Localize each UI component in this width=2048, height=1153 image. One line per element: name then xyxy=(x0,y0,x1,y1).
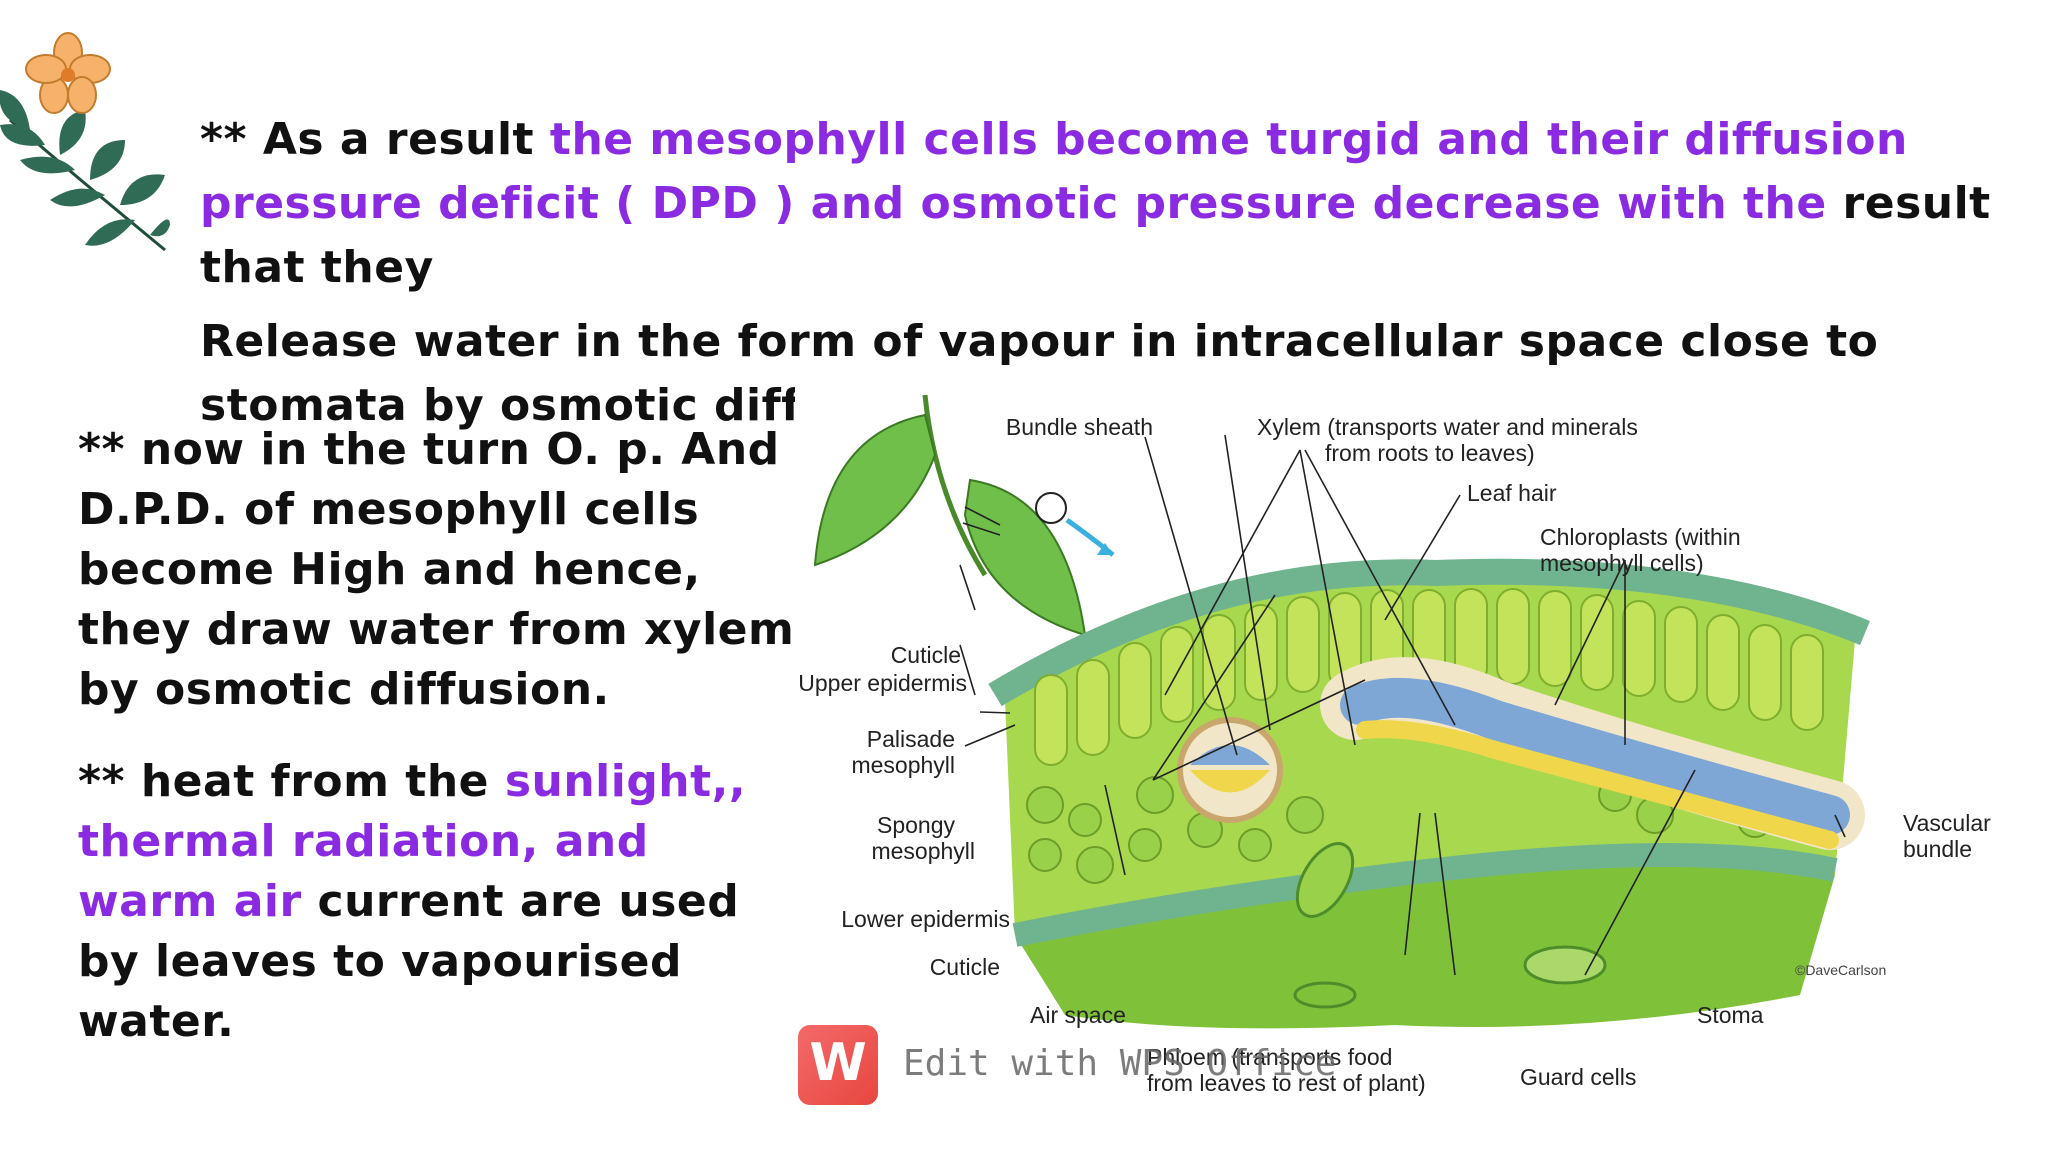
label-chloroplasts: Chloroplasts (within xyxy=(1540,524,1741,550)
leaf-block xyxy=(995,572,1865,1029)
label-palisade: Palisade xyxy=(867,726,955,752)
label-chloroplasts-desc: mesophyll cells) xyxy=(1540,550,1704,576)
label-bundle-sheath: Bundle sheath xyxy=(1006,414,1153,440)
label-cuticle-bottom: Cuticle xyxy=(930,954,1000,980)
label-spongy: Spongy xyxy=(877,812,956,838)
label-cuticle-top: Cuticle xyxy=(891,642,961,668)
label-spongy-2: mesophyll xyxy=(871,838,975,864)
label-upper-epidermis: Upper epidermis xyxy=(798,670,967,696)
paragraph-left: ** now in the turn O. p. And D.P.D. of m… xyxy=(78,420,798,720)
paragraph-top-prefix: ** As a result xyxy=(200,114,550,165)
paragraph-left2-prefix: ** heat from the xyxy=(78,756,505,807)
label-vascular: Vascular xyxy=(1903,810,1991,836)
label-lower-epidermis: Lower epidermis xyxy=(841,906,1010,932)
label-xylem-desc: from roots to leaves) xyxy=(1325,440,1535,466)
label-vascular-2: bundle xyxy=(1903,836,1972,862)
leaf-cross-section-diagram: Xylem (transports water and minerals fro… xyxy=(795,375,2025,1105)
flower-leaf-decoration-icon xyxy=(0,30,170,280)
wps-watermark-text: Edit with WPS Office xyxy=(903,1043,1336,1084)
wps-watermark[interactable]: W Edit with WPS Office xyxy=(798,1025,1238,1105)
wps-logo-icon: W xyxy=(798,1025,878,1105)
label-palisade-2: mesophyll xyxy=(851,752,955,778)
label-leaf-hair: Leaf hair xyxy=(1467,480,1557,506)
label-stoma: Stoma xyxy=(1697,1002,1764,1028)
paragraph-left-heat: ** heat from the sunlight,, thermal radi… xyxy=(78,752,798,1052)
label-xylem: Xylem (transports water and minerals xyxy=(1257,414,1638,440)
label-guard-cells: Guard cells xyxy=(1520,1064,1636,1090)
label-copyright: ©DaveCarlson xyxy=(1795,962,1886,978)
